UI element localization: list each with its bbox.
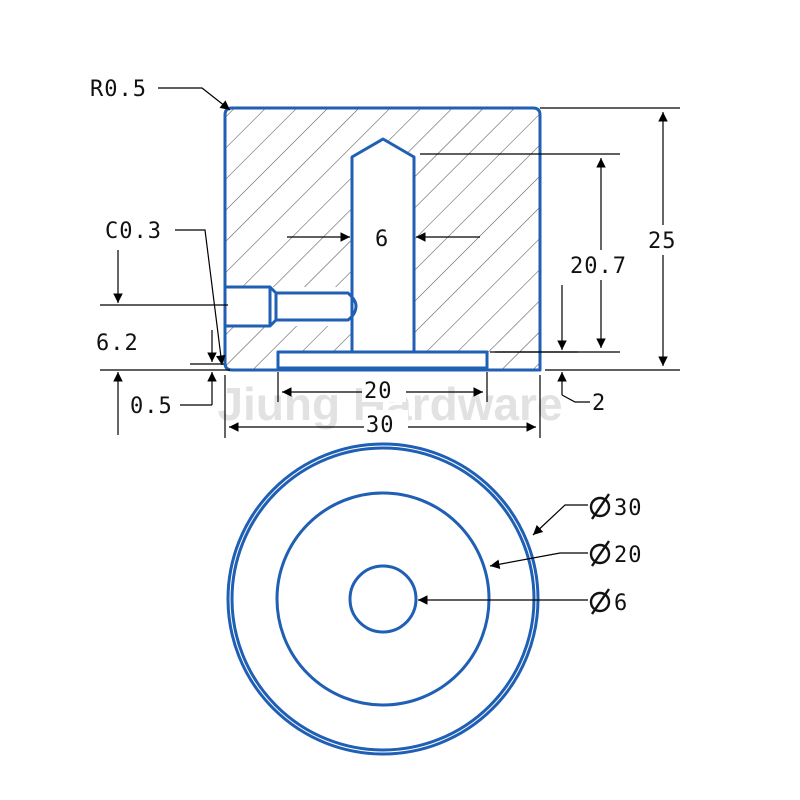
top-view	[226, 442, 540, 756]
chamfer-leader	[175, 229, 226, 366]
inner-dia-label: 6	[614, 591, 628, 616]
bore-width-label: 6	[375, 227, 389, 252]
inner-dia-symbol	[589, 588, 611, 615]
bottom-offset-label: 0.5	[130, 394, 173, 419]
middle-dia-leader	[489, 552, 588, 569]
side-hole-height-label: 6.2	[96, 331, 139, 356]
section-body-outline	[223, 106, 542, 372]
bottom-recess	[276, 350, 489, 370]
section-dimensions: R0.5 C0.3 6 20.7 25 2 6.2	[90, 77, 685, 438]
height-label-bg	[645, 225, 685, 255]
bore-depth-label: 20.7	[570, 254, 627, 279]
height-label: 25	[648, 229, 677, 254]
total-width-label: 30	[366, 413, 395, 438]
recess-width-label: 20	[364, 379, 393, 404]
outer-dia-leader	[532, 504, 588, 536]
bore-depth-label-bg	[568, 250, 636, 280]
outer-circle	[226, 442, 540, 756]
side-hole	[226, 285, 278, 328]
top-dimensions: 30 20 6	[418, 493, 643, 616]
section-body-hatch	[225, 108, 540, 370]
outer-dia-symbol	[589, 493, 611, 520]
width-label-bg	[364, 410, 408, 436]
outer-dia-label: 30	[614, 496, 643, 521]
radius-label: R0.5	[90, 77, 147, 102]
recess-depth-label: 2	[592, 391, 606, 416]
outer-circle-inner-edge	[230, 446, 536, 752]
middle-dia-label: 20	[614, 543, 643, 568]
inner-circle	[348, 564, 418, 634]
middle-dia-symbol	[589, 540, 611, 567]
section-view	[223, 106, 542, 372]
center-bore	[350, 137, 416, 352]
recess-width-label-bg	[362, 376, 406, 402]
side-hole-bore	[276, 291, 358, 322]
middle-circle	[275, 491, 491, 707]
chamfer-label: C0.3	[105, 219, 162, 244]
recess-depth-leader	[561, 394, 590, 403]
radius-leader	[158, 87, 231, 111]
